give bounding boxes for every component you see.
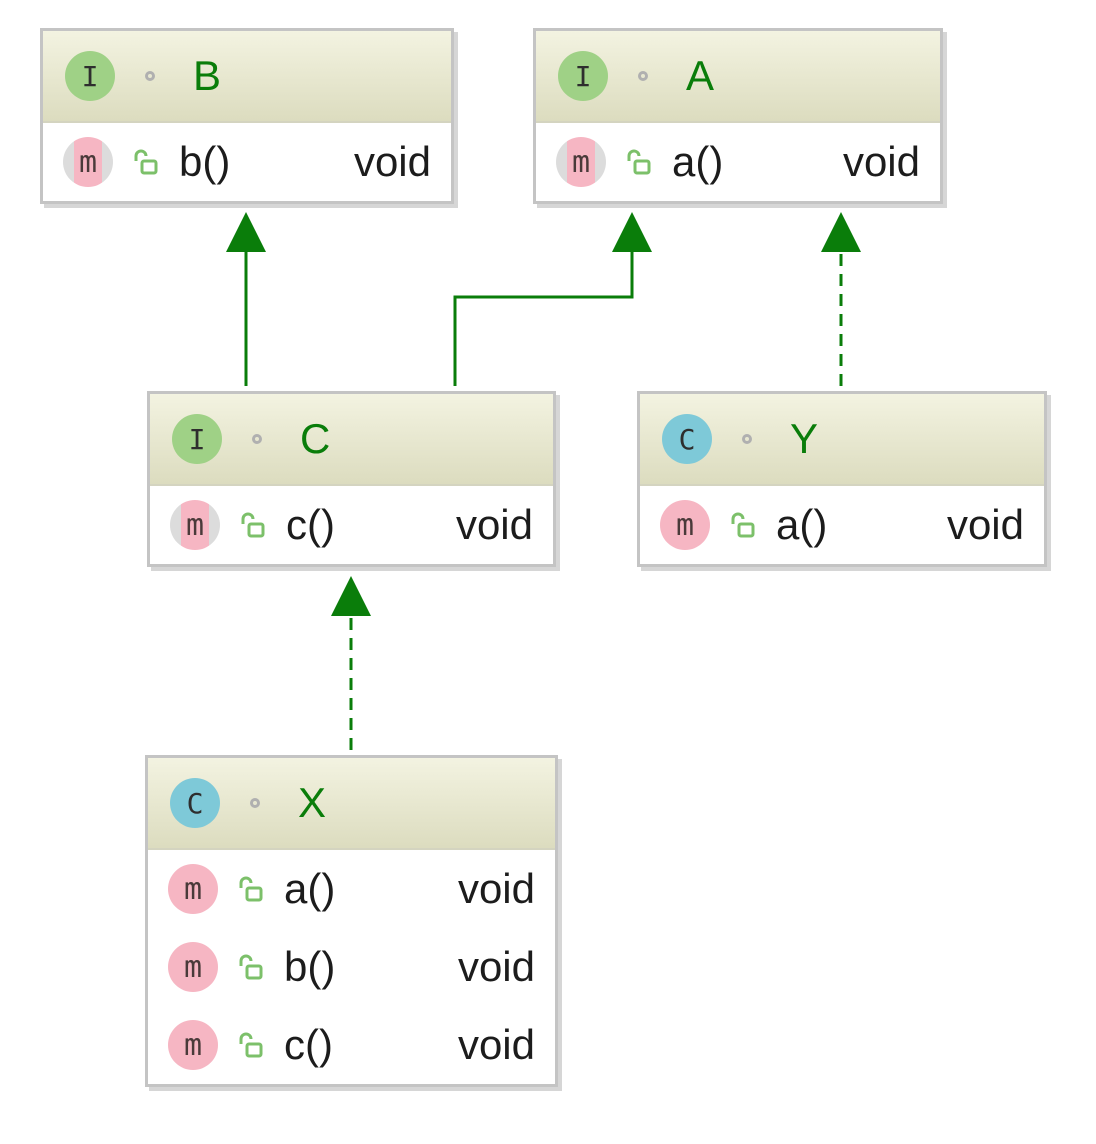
open-lock-icon (234, 1029, 266, 1061)
arrowhead-icon (821, 212, 861, 252)
member-name: b() (179, 138, 231, 185)
interface-icon: I (172, 414, 222, 464)
method-icon: m (660, 500, 710, 550)
method-icon: m (556, 137, 606, 187)
member-return-type: void (455, 501, 533, 548)
interface-icon: I (65, 51, 115, 101)
arrowhead-icon (226, 212, 266, 252)
class-icon: C (170, 778, 220, 828)
open-lock-icon (622, 146, 654, 178)
dot-icon (145, 71, 155, 81)
member-row[interactable]: m b() void (43, 123, 451, 201)
member-row[interactable]: m a() void (148, 850, 555, 928)
member-return-type: void (842, 138, 920, 185)
member-name: c() (286, 501, 335, 548)
member-return-type: void (457, 865, 535, 912)
dot-icon (638, 71, 648, 81)
member-name: a() (284, 865, 336, 912)
member-row[interactable]: m c() void (148, 1006, 555, 1084)
member-row[interactable]: m c() void (150, 486, 553, 564)
node-name: X (298, 779, 327, 826)
method-icon: m (170, 500, 220, 550)
member-return-type: void (457, 943, 535, 990)
member-name: a() (776, 501, 828, 548)
dot-icon (252, 434, 262, 444)
open-lock-icon (234, 873, 266, 905)
member-name: a() (672, 138, 724, 185)
member-return-type: void (946, 501, 1024, 548)
method-icon: m (168, 942, 218, 992)
open-lock-icon (234, 951, 266, 983)
class-icon: C (662, 414, 712, 464)
arrowhead-icon (612, 212, 652, 252)
member-return-type: void (457, 1021, 535, 1068)
member-row[interactable]: m b() void (148, 928, 555, 1006)
member-name: c() (284, 1021, 333, 1068)
member-name: b() (284, 943, 336, 990)
node-name: A (686, 52, 715, 99)
open-lock-icon (129, 146, 161, 178)
node-name: Y (790, 415, 819, 462)
method-icon: m (63, 137, 113, 187)
method-icon: m (168, 864, 218, 914)
edge-C-to-A (453, 250, 634, 386)
dot-icon (742, 434, 752, 444)
open-lock-icon (236, 509, 268, 541)
member-return-type: void (353, 138, 431, 185)
arrowhead-icon (331, 576, 371, 616)
node-name: C (300, 415, 331, 462)
node-name: B (193, 52, 222, 99)
member-row[interactable]: m a() void (536, 123, 940, 201)
dot-icon (250, 798, 260, 808)
open-lock-icon (726, 509, 758, 541)
member-row[interactable]: m a() void (640, 486, 1044, 564)
interface-icon: I (558, 51, 608, 101)
method-icon: m (168, 1020, 218, 1070)
